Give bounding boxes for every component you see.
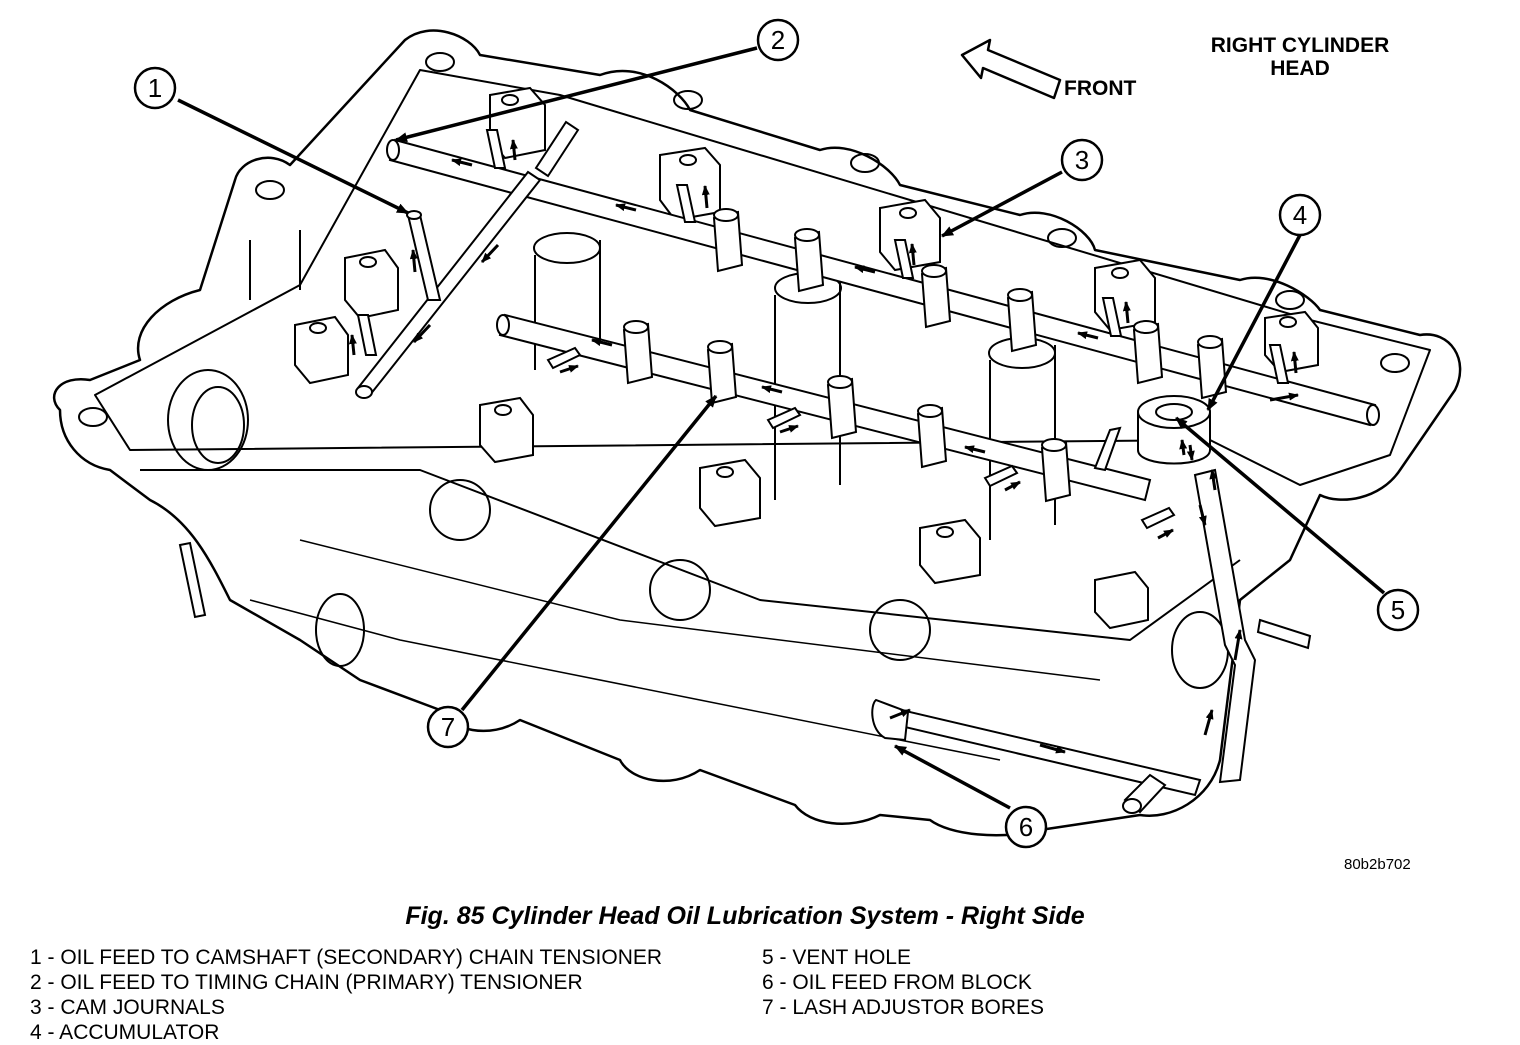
- leader-line-5: [1174, 416, 1386, 595]
- svg-text:5: 5: [1391, 595, 1405, 625]
- legend-item: 6 - OIL FEED FROM BLOCK: [762, 971, 1032, 994]
- svg-text:4: 4: [1293, 200, 1307, 230]
- leader-line-4: [1206, 234, 1302, 411]
- header-title-line1: RIGHT CYLINDER: [1210, 34, 1390, 57]
- oil-galleries: [178, 120, 1380, 814]
- leader-line-6: [894, 744, 1011, 810]
- leader-line-7: [460, 394, 718, 712]
- oil-flow-arrows: [348, 139, 1299, 754]
- svg-text:2: 2: [771, 25, 785, 55]
- header-title: RIGHT CYLINDER HEAD: [1175, 34, 1425, 80]
- bolt-holes: [78, 52, 1410, 689]
- cylinder-head-outline: [53, 29, 1462, 837]
- legend-item: 3 - CAM JOURNALS: [30, 996, 225, 1019]
- svg-text:6: 6: [1019, 812, 1033, 842]
- front-direction-arrow: [960, 38, 1062, 100]
- callout-3: 3: [1060, 138, 1104, 182]
- callout-1: 1: [133, 66, 177, 110]
- figure-caption: Fig. 85 Cylinder Head Oil Lubrication Sy…: [405, 902, 1085, 930]
- header-title-line2: HEAD: [1270, 57, 1330, 80]
- leader-lines: [177, 46, 1386, 810]
- svg-text:7: 7: [441, 712, 455, 742]
- leader-line-2: [395, 46, 758, 143]
- legend-item: 5 - VENT HOLE: [762, 946, 911, 969]
- legend-right: 5 - VENT HOLE 6 - OIL FEED FROM BLOCK 7 …: [762, 945, 1044, 1020]
- legend-item: 1 - OIL FEED TO CAMSHAFT (SECONDARY) CHA…: [30, 946, 663, 969]
- callout-7: 7: [426, 705, 470, 749]
- legend-item: 2 - OIL FEED TO TIMING CHAIN (PRIMARY) T…: [30, 971, 583, 994]
- legend-left: 1 - OIL FEED TO CAMSHAFT (SECONDARY) CHA…: [30, 945, 662, 1045]
- callout-4: 4: [1278, 193, 1322, 237]
- callouts: 1 2 3 4 5 6 7: [133, 18, 1420, 849]
- leader-line-1: [177, 98, 409, 215]
- callout-6: 6: [1004, 805, 1048, 849]
- svg-text:3: 3: [1075, 145, 1089, 175]
- svg-text:1: 1: [148, 73, 162, 103]
- legend-item: 7 - LASH ADJUSTOR BORES: [762, 996, 1045, 1019]
- legend-item: 4 - ACCUMULATOR: [30, 1021, 220, 1044]
- callout-2: 2: [756, 18, 800, 62]
- bearing-blocks: [294, 86, 1319, 630]
- leader-line-3: [941, 170, 1063, 238]
- front-label: FRONT: [1064, 77, 1137, 100]
- callout-5: 5: [1376, 588, 1420, 632]
- figure-code: 80b2b702: [1344, 856, 1411, 873]
